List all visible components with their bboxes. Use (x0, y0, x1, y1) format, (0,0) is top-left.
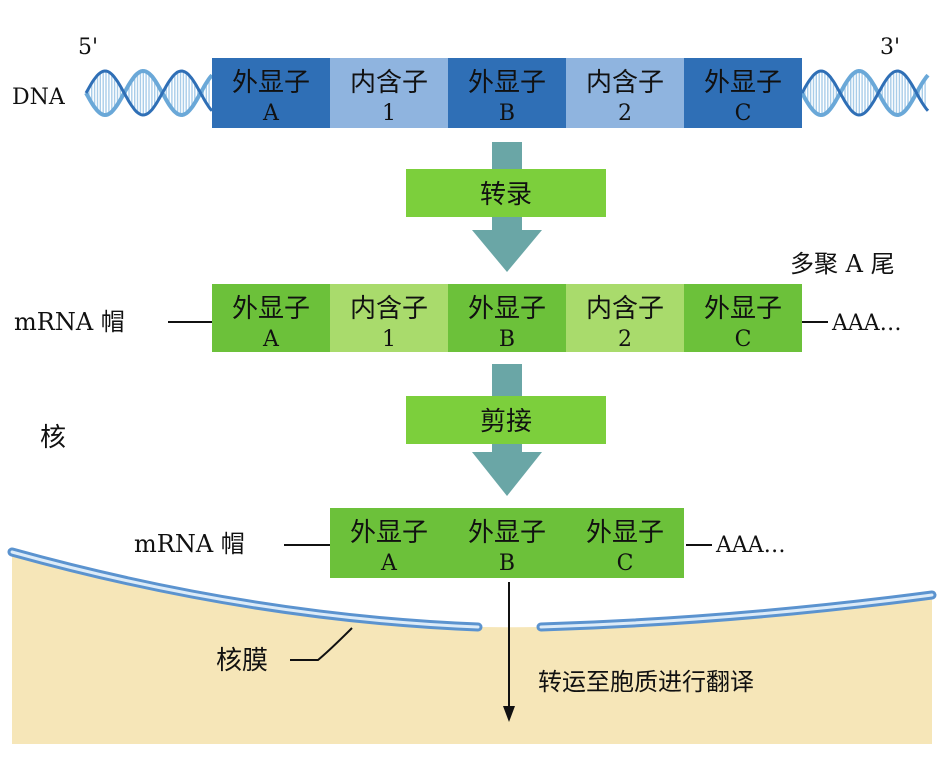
pre-mrna-segment-1-id: A (262, 327, 280, 352)
pre-mrna-segment-3 (448, 284, 566, 352)
mature-mrna-cap-label: mRNA 帽 (134, 530, 245, 558)
cytoplasm-region (12, 552, 932, 744)
dna-segment-1 (212, 58, 330, 128)
dna-segment-3 (448, 58, 566, 128)
pre-mrna-segment-1-type: 外显子 (232, 294, 310, 324)
pre-mrna-segment-2-type: 内含子 (350, 294, 428, 324)
splicing-arrow-head (472, 452, 542, 496)
export-arrow-head (503, 706, 515, 722)
dna-segment-2-id: 1 (382, 101, 396, 126)
mature-mrna-segment-row: 外显子 A 外显子 B 外显子 C (330, 508, 684, 578)
dna-segment-5-id: C (735, 101, 752, 126)
helix-strand (800, 69, 930, 117)
mature-mrna-segment-1 (330, 508, 448, 578)
dna-helix-left (84, 68, 214, 118)
helix-strand (84, 68, 214, 118)
pre-mrna-segment-5-id: C (735, 327, 752, 352)
dna-segment-3-id: B (499, 101, 515, 126)
pre-mrna-segment-1 (212, 284, 330, 352)
nuclear-membrane-label: 核膜 (216, 646, 268, 676)
dna-segment-5 (684, 58, 802, 128)
dna-segment-2-type: 内含子 (350, 68, 428, 98)
mature-mrna-segment-2 (448, 508, 566, 578)
pre-mrna-segment-5-type: 外显子 (704, 294, 782, 324)
pre-mrna-tail-title: 多聚 A 尾 (790, 250, 895, 278)
pre-mrna-cap-label: mRNA 帽 (14, 308, 125, 336)
dna-helix-right (800, 68, 930, 118)
pre-mrna-tail-label: AAA… (831, 311, 902, 336)
dna-segment-2 (330, 58, 448, 128)
mature-mrna-segment-1-type: 外显子 (350, 518, 428, 548)
dna-5prime-end-label: 5' (78, 35, 98, 60)
pre-mrna-segment-row: 外显子 A 内含子 1 外显子 B 内含子 2 外显子 C (212, 284, 802, 352)
splicing-step-label: 剪接 (480, 407, 532, 437)
mature-mrna-segment-2-type: 外显子 (468, 518, 546, 548)
transcription-step-box (406, 169, 606, 217)
nucleus-label: 核 (40, 423, 66, 453)
dna-segment-row: 外显子 A 内含子 1 外显子 B 内含子 2 外显子 C (212, 58, 802, 128)
pre-mrna-segment-4-type: 内含子 (586, 294, 664, 324)
dna-segment-4-id: 2 (618, 101, 632, 126)
pre-mrna-segment-5 (684, 284, 802, 352)
pre-mrna-segment-2 (330, 284, 448, 352)
mature-mrna-segment-2-id: B (499, 551, 515, 576)
pre-mrna-segment-3-type: 外显子 (468, 294, 546, 324)
pre-mrna-segment-3-id: B (499, 327, 515, 352)
pre-mrna-segment-4-id: 2 (618, 327, 632, 352)
dna-segment-5-type: 外显子 (704, 68, 782, 98)
transcription-step-label: 转录 (480, 180, 532, 210)
dna-label: DNA (12, 85, 66, 110)
pre-mrna-segment-2-id: 1 (382, 327, 396, 352)
pre-mrna-segment-4 (566, 284, 684, 352)
nuclear-membrane-right-inner (539, 593, 934, 629)
mature-mrna-segment-3 (566, 508, 684, 578)
dna-segment-1-type: 外显子 (232, 68, 310, 98)
helix-strand (84, 69, 214, 117)
dna-3prime-end-label: 3' (880, 35, 900, 60)
mature-mrna-tail-label: AAA… (715, 533, 786, 558)
dna-segment-4 (566, 58, 684, 128)
dna-segment-4-type: 内含子 (586, 68, 664, 98)
transcription-arrow-head (472, 230, 542, 272)
mature-mrna-segment-1-id: A (380, 551, 398, 576)
mature-mrna-segment-3-type: 外显子 (586, 518, 664, 548)
nuclear-membrane-leader-line (290, 627, 353, 661)
splicing-step-box (406, 396, 606, 444)
nuclear-membrane-left-inner (10, 550, 480, 629)
helix-strand (800, 68, 930, 118)
dna-segment-3-type: 外显子 (468, 68, 546, 98)
mature-mrna-segment-3-id: C (617, 551, 634, 576)
dna-segment-1-id: A (262, 101, 280, 126)
export-step-label: 转运至胞质进行翻译 (538, 668, 754, 696)
